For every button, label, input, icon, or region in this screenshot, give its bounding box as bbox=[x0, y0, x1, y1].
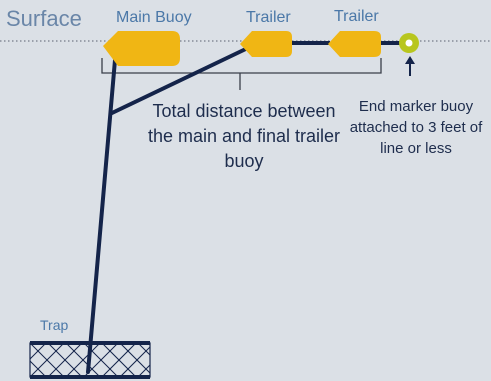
end-marker-arrow-head bbox=[405, 56, 415, 64]
distance-bracket bbox=[101, 58, 382, 74]
trap bbox=[29, 341, 151, 379]
trailer-1-label: Trailer bbox=[246, 9, 291, 26]
float-line bbox=[110, 44, 254, 115]
main-buoy bbox=[103, 31, 180, 66]
end-marker-buoy-center bbox=[405, 39, 413, 47]
trailer-buoy-2 bbox=[328, 31, 381, 57]
trap-line bbox=[86, 58, 117, 374]
surface-label: Surface bbox=[6, 6, 82, 31]
trap-label: Trap bbox=[40, 317, 69, 333]
trailer-2-label: Trailer bbox=[334, 8, 379, 25]
total-distance-label: Total distance between the main and fina… bbox=[147, 101, 341, 171]
main-buoy-label: Main Buoy bbox=[116, 9, 192, 26]
end-marker-label: End marker buoy attached to 3 feet of li… bbox=[349, 98, 483, 157]
trailer-buoy-1 bbox=[240, 31, 292, 57]
